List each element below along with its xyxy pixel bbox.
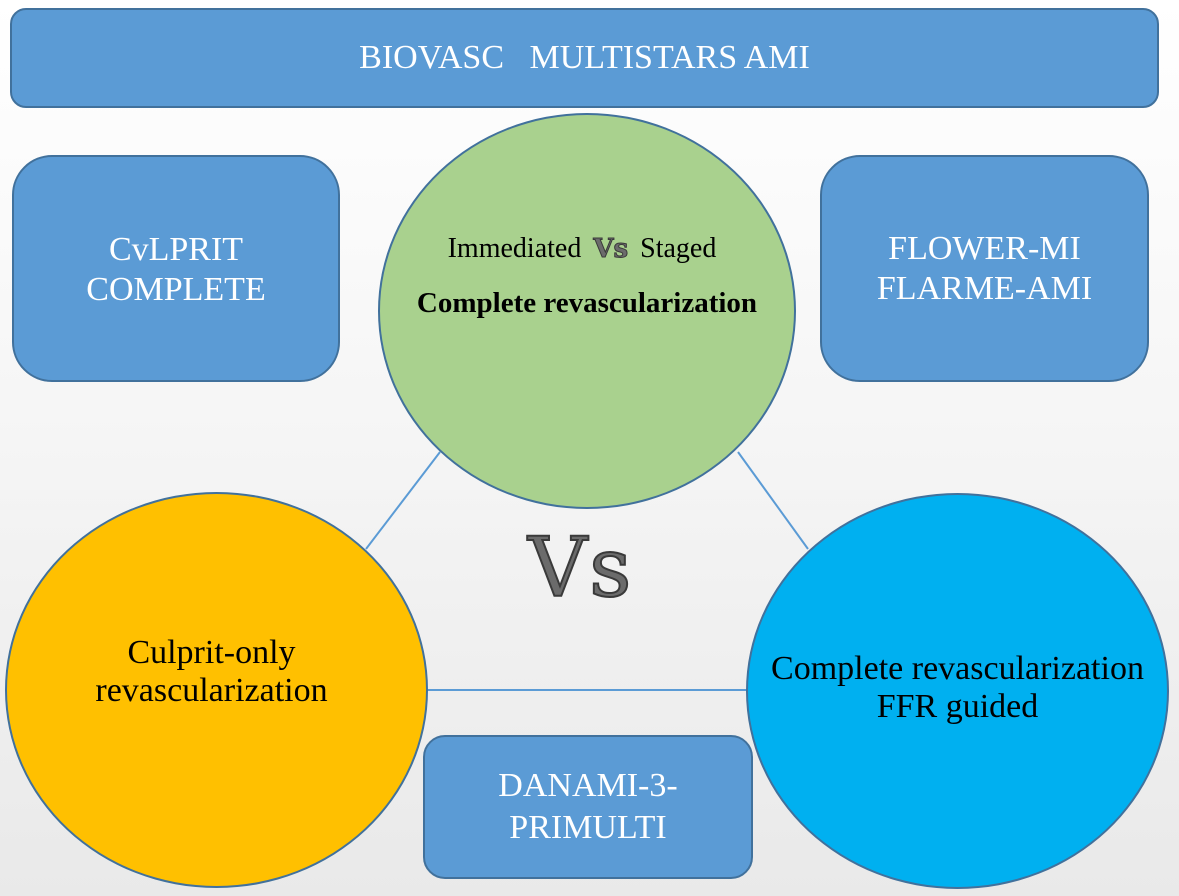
vs-label-large: Vs [527,521,634,616]
strategy-circle-ffr-guided: Complete revascularization FFR guided [746,493,1169,889]
trial-label: CvLPRIT [108,230,244,268]
trial-box-danami: DANAMI-3- PRIMULTI [423,735,753,879]
vs-label-small: Vs [593,233,629,264]
trial-box-flower: FLOWER-MI FLARME-AMI [820,155,1149,382]
trial-label: FLOWER-MI [888,229,1081,267]
trial-box-cvlprit: CvLPRIT COMPLETE [12,155,340,382]
strategy-circle-immediate-vs-staged: Immediated Vs Staged Complete revascular… [378,113,796,509]
strategy-label: Complete revascularization [771,650,1144,687]
complete-revascularization-label: Complete revascularization [416,286,758,319]
strategy-circle-culprit-only: Culprit-only revascularization [5,492,428,888]
strategy-comparison: Immediated Vs Staged [448,233,717,265]
header-title: BIOVASC MULTISTARS AMI [359,39,810,76]
connector-top-right [737,451,809,550]
staged-label: Staged [640,232,717,264]
strategy-label: FFR guided [876,688,1039,725]
trial-label: COMPLETE [86,270,266,308]
trial-label: DANAMI-3- [498,767,678,804]
header-banner: BIOVASC MULTISTARS AMI [10,8,1159,108]
strategy-label: revascularization [95,672,328,709]
immediate-label: Immediated [447,232,582,264]
connector-top-left [365,451,441,550]
trial-label: FLARME-AMI [876,269,1093,307]
strategy-label: Culprit-only [127,634,296,671]
trial-label: PRIMULTI [509,809,667,846]
